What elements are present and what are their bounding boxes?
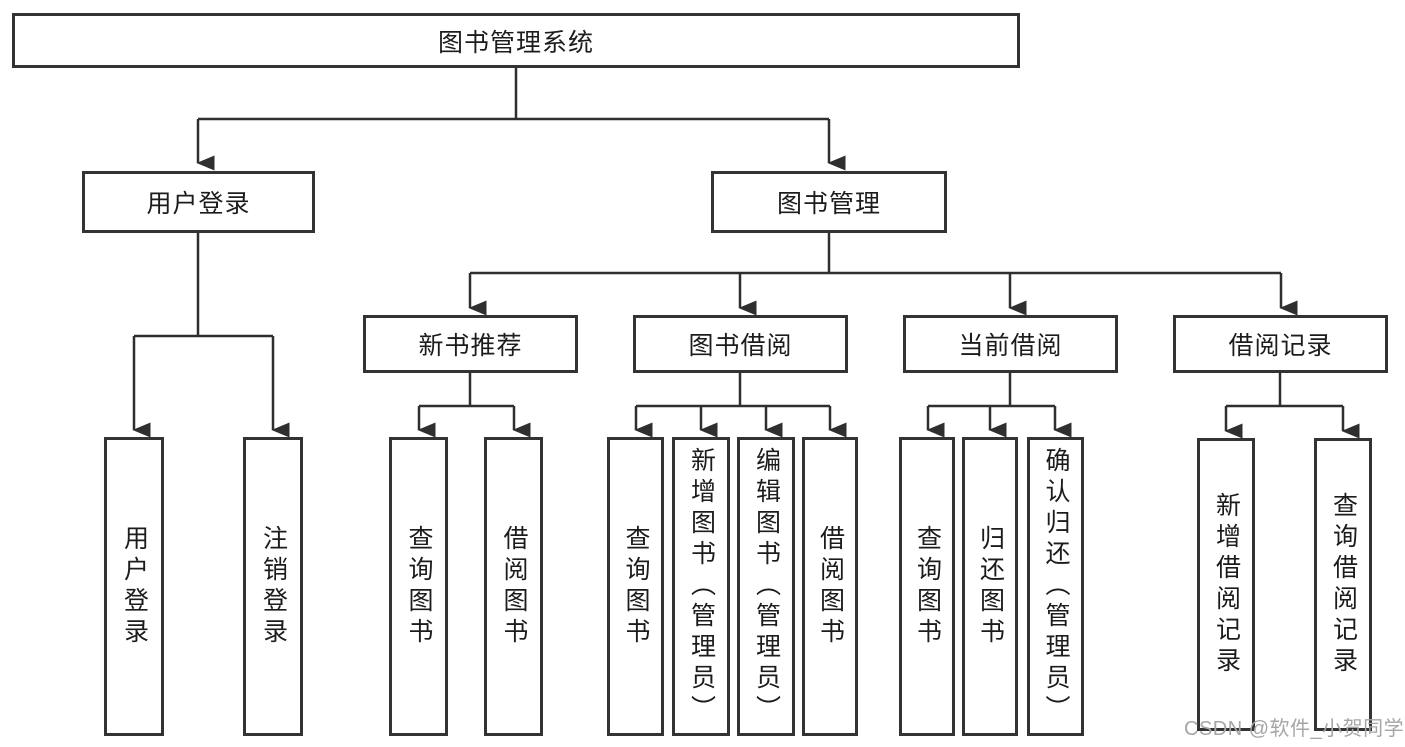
node-root-label: 图书管理系统 bbox=[437, 28, 594, 57]
node-new-book-recommend-label: 新书推荐 bbox=[418, 332, 523, 360]
leaf-bor-edit-book-admin: 编辑图书（管理员） bbox=[737, 437, 795, 736]
node-borrow-record: 借阅记录 bbox=[1173, 315, 1388, 373]
leaf-cur-confirm-return-admin: 确认归还（管理员） bbox=[1027, 437, 1084, 736]
leaf-bor-add-book-admin-label: 新增图书（管理员） bbox=[687, 447, 716, 726]
leaf-rec-borrow-book: 借阅图书 bbox=[484, 437, 543, 736]
node-root: 图书管理系统 bbox=[12, 13, 1020, 68]
leaf-add-borrow-record: 新增借阅记录 bbox=[1197, 438, 1255, 731]
node-book-management: 图书管理 bbox=[711, 171, 947, 233]
node-user-login-label: 用户登录 bbox=[146, 190, 251, 218]
leaf-add-borrow-record-label: 新增借阅记录 bbox=[1212, 491, 1241, 678]
leaf-user-login: 用户登录 bbox=[104, 437, 164, 736]
leaf-user-login-label: 用户登录 bbox=[120, 524, 149, 649]
leaf-bor-edit-book-admin-label: 编辑图书（管理员） bbox=[752, 447, 781, 726]
node-book-borrow-label: 图书借阅 bbox=[688, 332, 793, 360]
leaf-bor-add-book-admin: 新增图书（管理员） bbox=[672, 437, 730, 736]
leaf-bor-borrow-book-label: 借阅图书 bbox=[816, 524, 845, 649]
leaf-bor-borrow-book: 借阅图书 bbox=[802, 437, 858, 736]
leaf-bor-query-book-label: 查询图书 bbox=[622, 524, 650, 649]
leaf-rec-borrow-book-label: 借阅图书 bbox=[500, 524, 528, 649]
csdn-watermark: CSDN @软件_小贺同学 bbox=[1184, 718, 1405, 740]
leaf-cur-return-book-label: 归还图书 bbox=[976, 524, 1005, 649]
node-book-management-label: 图书管理 bbox=[776, 190, 881, 218]
leaf-logout: 注销登录 bbox=[243, 437, 303, 736]
node-current-borrow-label: 当前借阅 bbox=[958, 332, 1063, 360]
leaf-query-borrow-record-label: 查询借阅记录 bbox=[1329, 491, 1358, 678]
node-borrow-record-label: 借阅记录 bbox=[1228, 332, 1333, 360]
leaf-cur-confirm-return-admin-label: 确认归还（管理员） bbox=[1042, 447, 1070, 726]
node-new-book-recommend: 新书推荐 bbox=[363, 315, 578, 373]
leaf-query-borrow-record: 查询借阅记录 bbox=[1314, 438, 1372, 731]
leaf-rec-query-book: 查询图书 bbox=[389, 437, 448, 736]
node-book-borrow: 图书借阅 bbox=[633, 315, 848, 373]
leaf-cur-return-book: 归还图书 bbox=[962, 437, 1018, 736]
node-user-login: 用户登录 bbox=[82, 171, 315, 233]
leaf-cur-query-book-label: 查询图书 bbox=[913, 524, 942, 649]
leaf-logout-label: 注销登录 bbox=[259, 524, 288, 649]
leaf-bor-query-book: 查询图书 bbox=[607, 437, 664, 736]
leaf-cur-query-book: 查询图书 bbox=[899, 437, 955, 736]
leaf-rec-query-book-label: 查询图书 bbox=[405, 524, 433, 649]
node-current-borrow: 当前借阅 bbox=[903, 315, 1118, 373]
